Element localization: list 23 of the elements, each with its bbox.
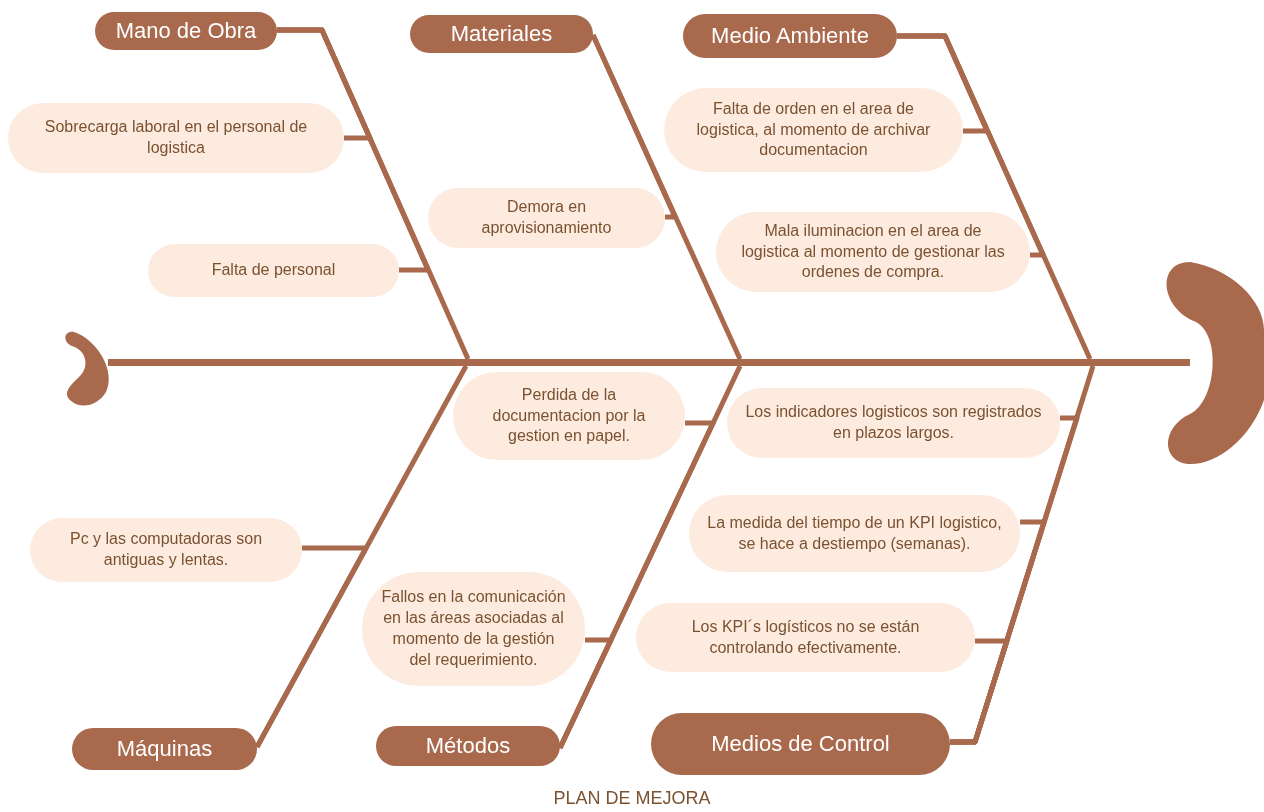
- cause-label: Falta de personal: [148, 244, 399, 297]
- cause-label: Demora en aprovisionamiento: [428, 188, 665, 248]
- cause-label: Los KPI´s logísticos no se están controlando efectivamente.: [636, 603, 975, 672]
- category-label: Mano de Obra: [95, 12, 277, 50]
- category-label: Métodos: [376, 726, 560, 766]
- cause-label: Falta de orden en el area de logistica, al momento de archivar documentacion: [664, 88, 963, 172]
- cause-label: Los indicadores logisticos son registrados en plazos largos.: [727, 388, 1060, 458]
- connector-line: [254, 545, 369, 750]
- cause-label: Fallos en la comunicación en las áreas asociadas al momento de la gestión del requerimiento.: [362, 572, 585, 686]
- cause-label: Sobrecarga laboral en el personal de logistica: [8, 103, 344, 173]
- cause-label: La medida del tiempo de un KPI logistico, se hace a destiempo (semanas).: [689, 495, 1020, 572]
- connector-line: [950, 638, 1010, 745]
- category-label: Medio Ambiente: [683, 14, 897, 58]
- category-label: Medios de Control: [651, 713, 950, 775]
- cause-label: Mala iluminacion en el area de logistica al momento de gestionar las ordenes de compra.: [716, 212, 1030, 292]
- cause-label: Perdida de la documentacion por la gestion en papel.: [453, 372, 685, 460]
- connector-line: [277, 27, 431, 273]
- cause-label: Pc y las computadoras son antiguas y lentas.: [30, 518, 302, 582]
- caption: PLAN DE MEJORA: [552, 788, 712, 809]
- category-label: Máquinas: [72, 728, 257, 770]
- category-label: Materiales: [410, 15, 593, 53]
- connector-line: [590, 32, 678, 220]
- connector-line: [897, 33, 1046, 258]
